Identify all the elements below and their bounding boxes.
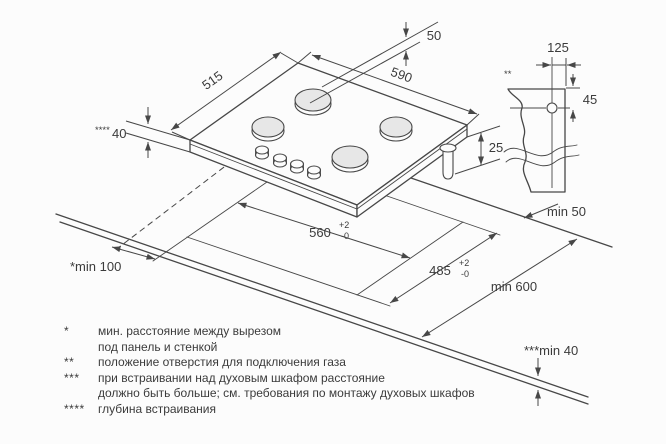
dim-40-marker: **** xyxy=(95,125,110,136)
dim-min50-label: min 50 xyxy=(547,204,586,219)
footnote-marker: *** xyxy=(64,370,80,385)
hob xyxy=(189,62,468,218)
dim-560-tol-plus: +2 xyxy=(339,220,349,230)
burner-front xyxy=(331,145,369,173)
footnote-marker: ** xyxy=(64,355,75,369)
gas-hole xyxy=(546,102,558,114)
panel-outline xyxy=(507,88,566,193)
footnote-text: под панель и стенкой xyxy=(98,339,218,354)
gas-pipe xyxy=(439,143,457,180)
panel-break-lines xyxy=(503,144,580,167)
footnote-embed-depth: **** глубина встраивания xyxy=(64,402,624,418)
footnote-marker: **** xyxy=(64,401,85,416)
dim-min40: ***min 40 xyxy=(524,343,578,406)
dim-min100: *min 100 xyxy=(70,246,156,274)
dim-560-label: 560 xyxy=(309,225,331,240)
gas-hole-footnote-marker: ** xyxy=(504,69,512,80)
dim-min100-label: *min 100 xyxy=(70,259,121,274)
dim-50: 50 xyxy=(309,21,441,104)
dim-50-label: 50 xyxy=(427,28,441,43)
knob-1 xyxy=(254,145,270,160)
footnote-text: должно быть больше; см. требования по мо… xyxy=(98,386,475,400)
dim-25: 25 xyxy=(454,125,503,175)
dim-min600: min 600 xyxy=(421,238,578,338)
knob-2 xyxy=(272,153,288,168)
footnote-marker: * xyxy=(64,324,70,338)
footnote-oven-distance: *** при встраивании над духовым шкафом р… xyxy=(64,371,624,402)
dim-40-label: 40 xyxy=(112,126,126,141)
panel-detail: 125 ** 45 xyxy=(503,40,597,193)
dim-min50: min 50 xyxy=(523,203,586,219)
burner-left xyxy=(251,116,285,142)
control-knobs xyxy=(254,145,322,180)
burner-right xyxy=(379,116,413,142)
footnote-text: при встраивании над духовым шкафом расст… xyxy=(98,370,385,385)
burner-back xyxy=(294,88,332,116)
dim-515-label: 515 xyxy=(199,68,225,93)
hob-top-surface xyxy=(189,62,468,206)
dim-45-label: 45 xyxy=(583,92,597,107)
footnote-text: мин. расстояние между вырезом xyxy=(98,324,281,338)
dim-560-tol-minus: -0 xyxy=(341,231,349,241)
dim-560: 560 +2 -0 xyxy=(237,202,411,259)
dim-485: 485 +2 -0 xyxy=(389,232,498,304)
dim-40: **** 40 xyxy=(95,107,191,158)
knob-3 xyxy=(289,159,305,174)
dim-485-tol-minus: -0 xyxy=(461,269,469,279)
dim-485-label: 485 xyxy=(429,263,451,278)
dim-125: 125 xyxy=(536,40,581,86)
dim-45: 45 xyxy=(566,74,597,122)
knob-4 xyxy=(306,165,322,180)
dim-590-label: 590 xyxy=(389,64,415,86)
dim-min600-label: min 600 xyxy=(491,279,537,294)
footnote-gas-hole: ** положение отверстия для подключения г… xyxy=(64,355,624,371)
dim-min40-label: ***min 40 xyxy=(524,343,578,358)
dim-125-label: 125 xyxy=(547,40,569,55)
footnotes: * мин. расстояние между вырезом под пане… xyxy=(64,324,624,417)
wall-dashed-line xyxy=(117,160,233,249)
footnote-wall-distance: * мин. расстояние между вырезом под пане… xyxy=(64,324,624,355)
footnote-text: положение отверстия для подключения газа xyxy=(98,355,346,369)
dim-25-label: 25 xyxy=(489,140,503,155)
dimensions: 515 590 50 **** 40 xyxy=(70,21,586,406)
dim-590: 590 xyxy=(297,51,480,126)
footnote-text: глубина встраивания xyxy=(98,401,216,416)
dim-485-tol-plus: +2 xyxy=(459,258,469,268)
